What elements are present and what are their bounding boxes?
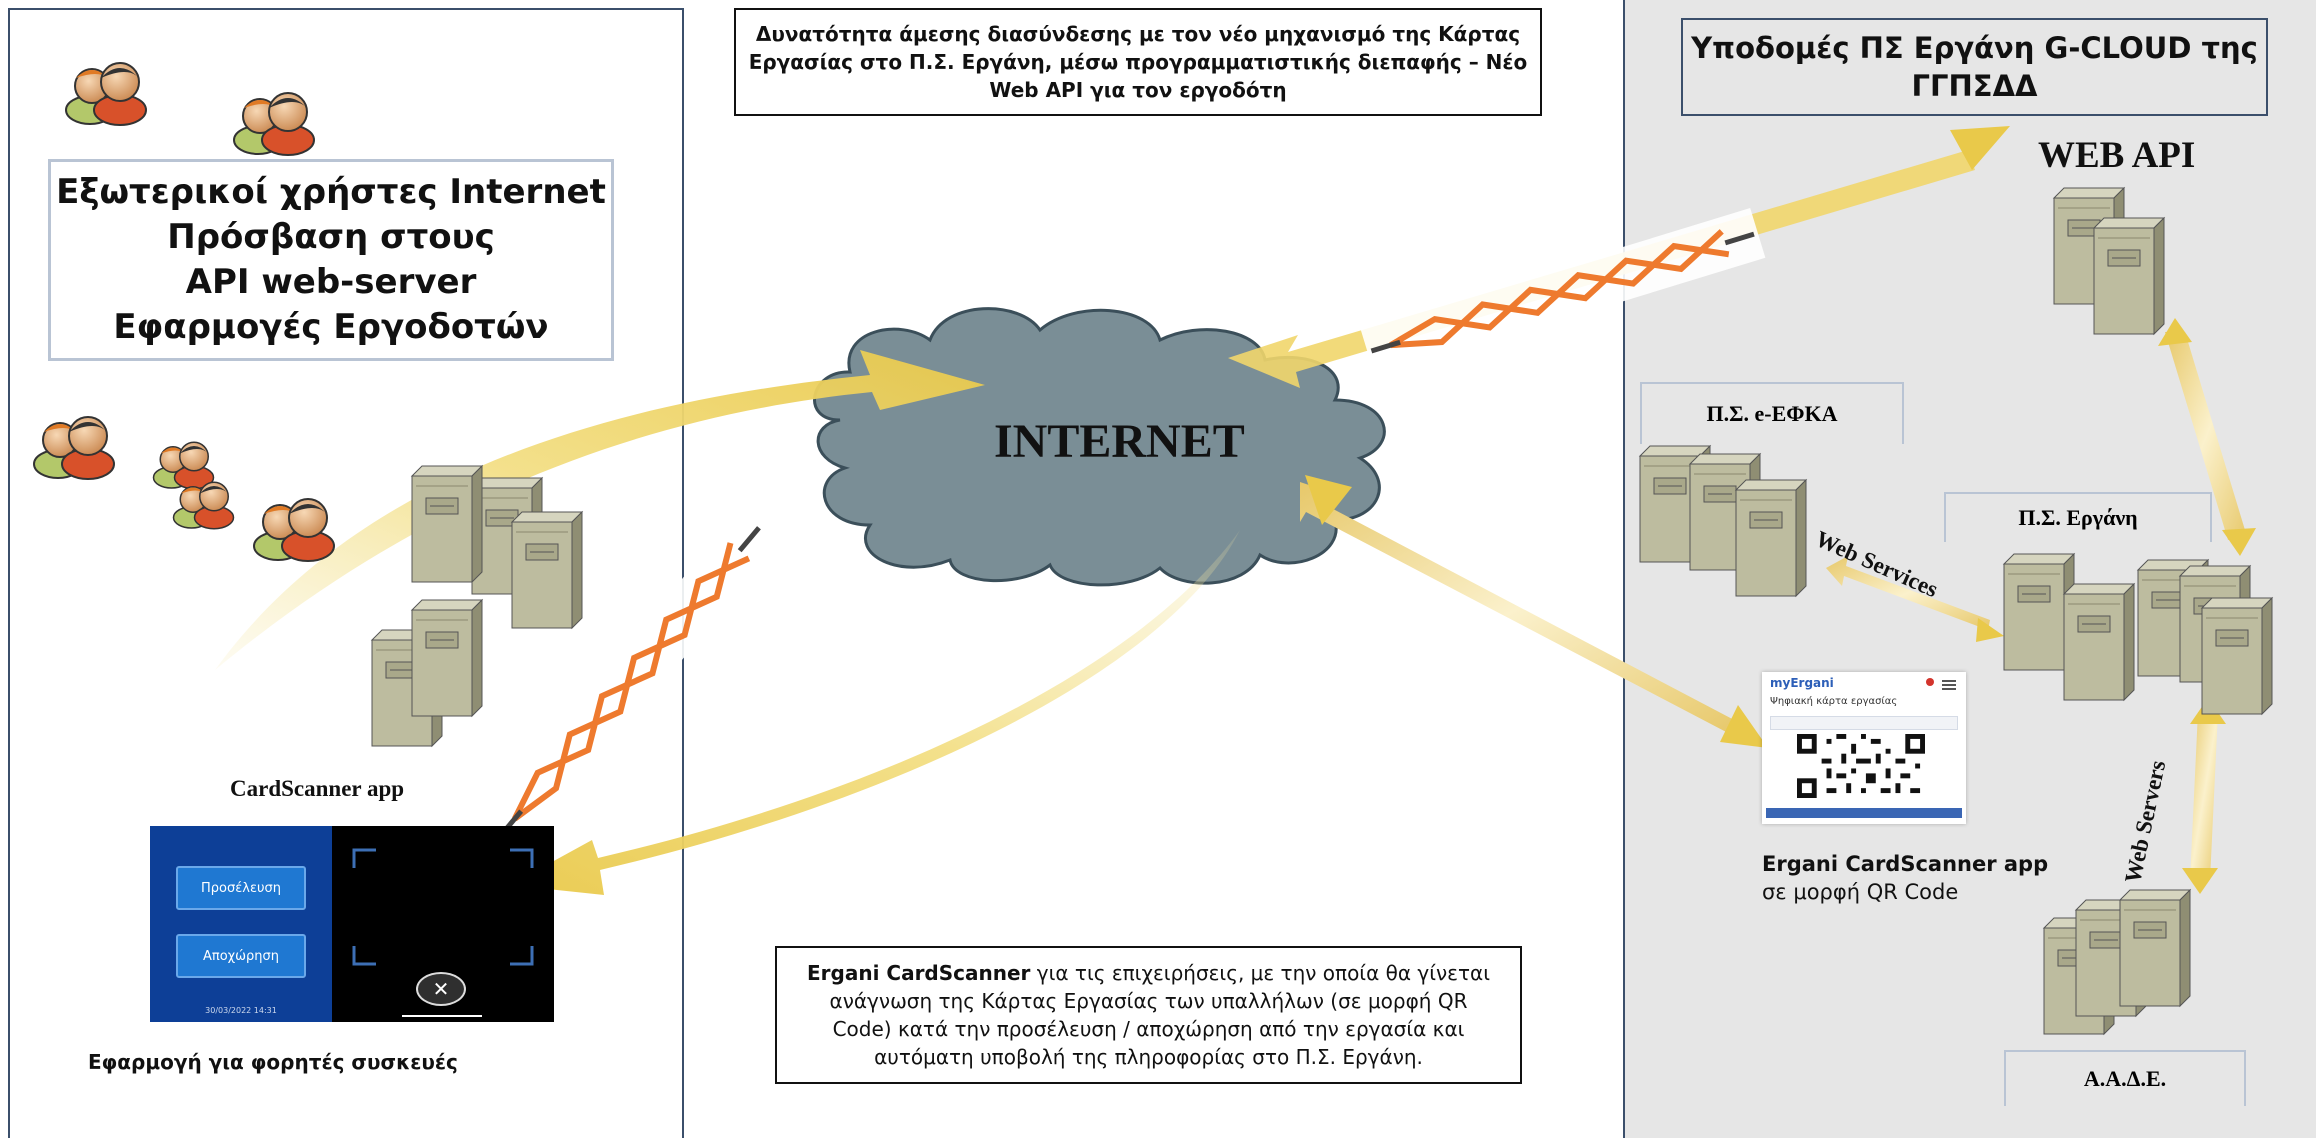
camera-viewfinder: ✕ bbox=[332, 826, 554, 1022]
qr-code-icon bbox=[1796, 734, 1926, 798]
mobile-app-label: Εφαρμογή για φορητές συσκευές bbox=[88, 1050, 458, 1074]
cardscanner-screenshot: Προσέλευση Αποχώρηση 30/03/2022 14:31 ✕ bbox=[150, 826, 554, 1022]
footer-box: Ergani CardScanner για τις επιχειρήσεις,… bbox=[775, 946, 1522, 1084]
efka-servers bbox=[1640, 446, 1806, 596]
footer-bold-text: Ergani CardScanner bbox=[807, 961, 1030, 985]
external-users-line: Εξωτερικοί χρήστες Internet bbox=[56, 170, 606, 215]
cardscanner-label: CardScanner app bbox=[230, 776, 404, 802]
header-line: Web API για τον εργοδότη bbox=[989, 76, 1286, 104]
footer-rest-text: για τις επιχειρήσεις, με την οποία θα γί… bbox=[1030, 961, 1490, 985]
menu-icon[interactable] bbox=[1942, 680, 1956, 682]
ergani-label: Π.Σ. Εργάνη bbox=[1944, 492, 2212, 542]
qr-card-footer-bar bbox=[1766, 808, 1962, 818]
notification-icon bbox=[1926, 678, 1934, 686]
users-icon-4 bbox=[154, 442, 214, 489]
qr-caption-subtitle: σε μορφή QR Code bbox=[1762, 880, 1958, 904]
users-icon-2 bbox=[234, 93, 314, 155]
gcloud-line: Υποδομές ΠΣ Εργάνη G-CLOUD της bbox=[1691, 29, 2258, 67]
checkin-button[interactable]: Προσέλευση bbox=[176, 866, 306, 910]
header-box: Δυνατότητα άμεσης διασύνδεσης με τον νέο… bbox=[734, 8, 1542, 116]
footer-line: ανάγνωση της Κάρτας Εργασίας των υπαλλήλ… bbox=[830, 987, 1468, 1015]
users-icon-1 bbox=[66, 63, 146, 125]
users-icon-5 bbox=[174, 482, 234, 529]
connector-ergani-aade bbox=[2182, 698, 2226, 894]
qr-caption-title: Ergani CardScanner app bbox=[1762, 852, 2048, 876]
users-icon-3 bbox=[34, 417, 114, 479]
external-users-line: Εφαρμογές Εργοδοτών bbox=[113, 305, 548, 350]
external-users-line: API web-server bbox=[186, 260, 477, 305]
footer-first-line: Ergani CardScanner για τις επιχειρήσεις,… bbox=[807, 959, 1490, 987]
aade-servers bbox=[2044, 890, 2190, 1034]
external-users-line: Πρόσβαση στους bbox=[167, 215, 495, 260]
header-line: Εργασίας στο Π.Σ. Εργάνη, μέσω προγραμμα… bbox=[749, 48, 1528, 76]
qr-card-title: Ψηφιακή κάρτα εργασίας bbox=[1770, 696, 1897, 707]
checkout-button[interactable]: Αποχώρηση bbox=[176, 934, 306, 978]
qr-card: myErgani Ψηφιακή κάρτα εργασίας bbox=[1762, 672, 1966, 824]
phone-button-panel: Προσέλευση Αποχώρηση 30/03/2022 14:31 bbox=[150, 826, 332, 1022]
gcloud-line: ΓΓΠΣΔΔ bbox=[1912, 67, 2038, 105]
qr-app-name: myErgani bbox=[1770, 676, 1834, 690]
footer-line: Code) κατά την προσέλευση / αποχώρηση απ… bbox=[833, 1015, 1465, 1043]
gcloud-box: Υποδομές ΠΣ Εργάνη G-CLOUD της ΓΓΠΣΔΔ bbox=[1681, 18, 2268, 116]
efka-label: Π.Σ. e-ΕΦΚΑ bbox=[1640, 382, 1904, 444]
webapi-servers bbox=[2054, 188, 2164, 334]
web-api-label: WEB API bbox=[2038, 134, 2195, 177]
qr-card-field bbox=[1770, 716, 1958, 730]
close-icon[interactable]: ✕ bbox=[416, 972, 466, 1006]
aade-label: Α.Α.Δ.Ε. bbox=[2004, 1050, 2246, 1106]
users-icon-6 bbox=[254, 499, 334, 561]
link-webapi bbox=[1360, 208, 1765, 377]
header-line: Δυνατότητα άμεσης διασύνδεσης με τον νέο… bbox=[756, 20, 1520, 48]
footer-line: αυτόματη υποβολή της πληροφορίας στο Π.Σ… bbox=[874, 1043, 1423, 1071]
external-users-box: Εξωτερικοί χρήστες Internet Πρόσβαση στο… bbox=[48, 159, 614, 361]
ergani-servers bbox=[2004, 554, 2272, 714]
internet-label: INTERNET bbox=[994, 414, 1245, 469]
phone-timestamp: 30/03/2022 14:31 bbox=[150, 1006, 332, 1015]
